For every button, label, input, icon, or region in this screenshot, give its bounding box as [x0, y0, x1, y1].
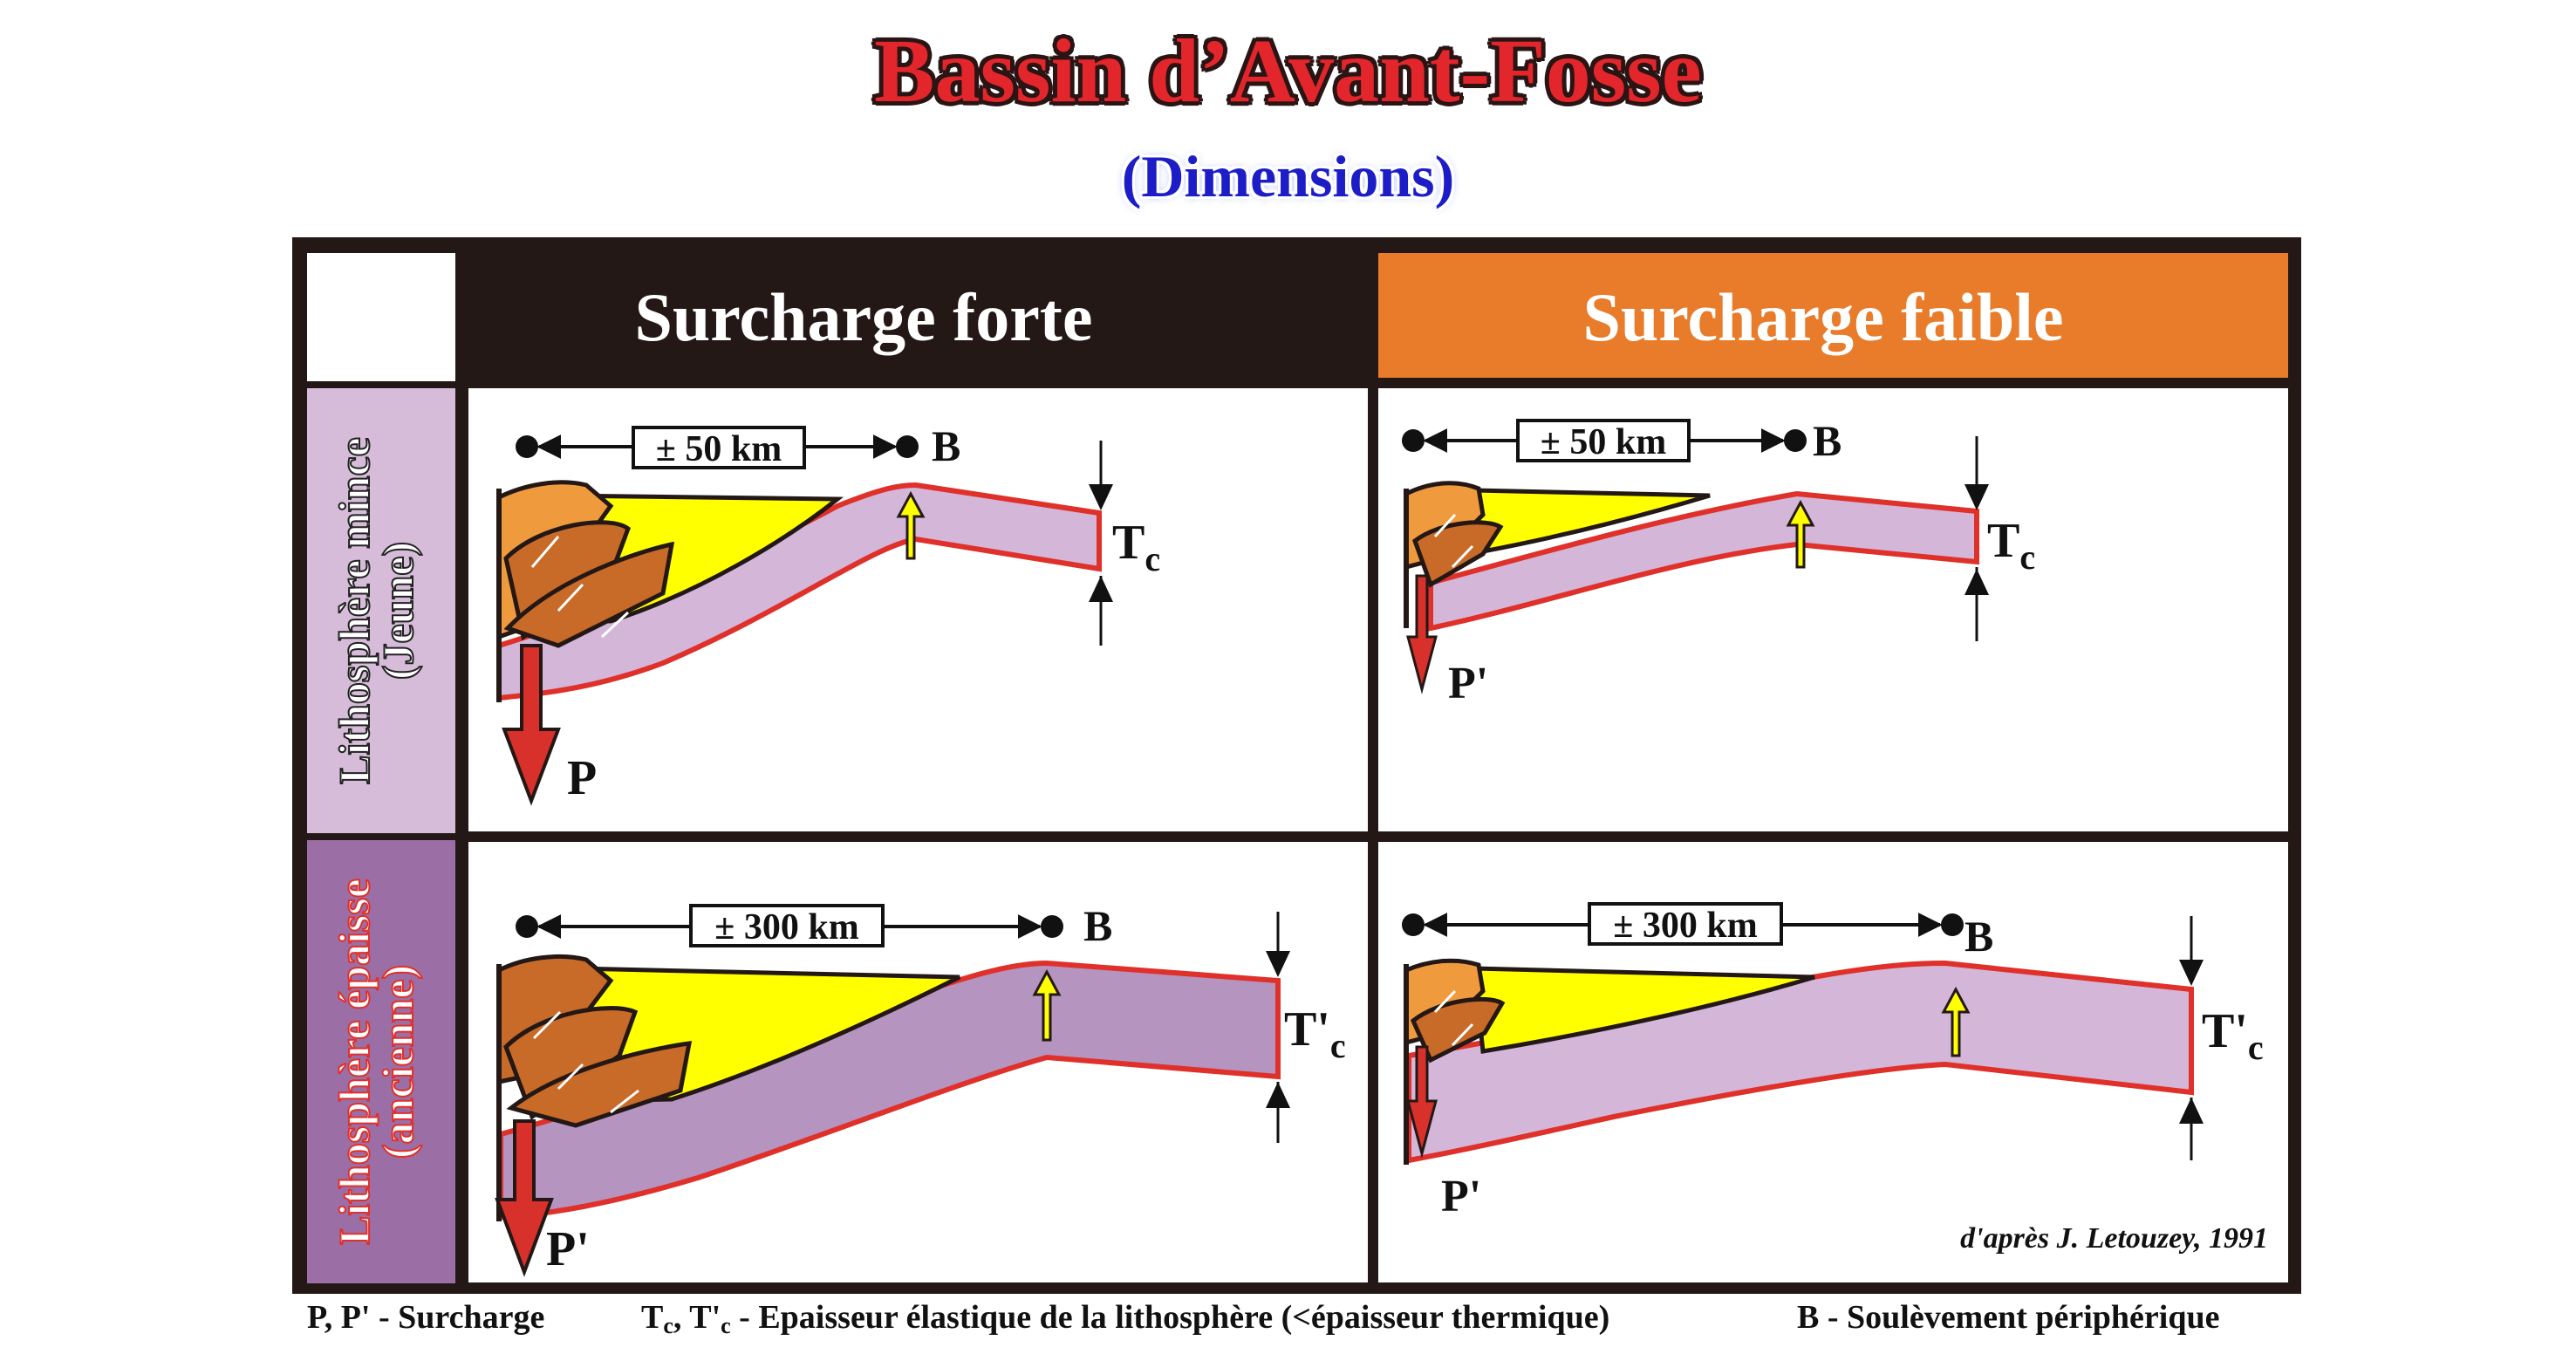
bulge-arrow [896, 490, 926, 560]
bulge-label: B [1813, 416, 1841, 465]
load-arrow [502, 644, 561, 806]
distance-label: ± 300 km [714, 907, 858, 947]
dot-marker [1402, 913, 1425, 936]
panel-thick-strong-drawing: P' ± 300 km B T'c [495, 901, 1346, 1277]
thickness-label: Tc [1987, 514, 2035, 577]
row-label-thin [307, 388, 455, 833]
dot-marker [516, 435, 538, 458]
bulge-label: B [1083, 901, 1112, 950]
header-strong [467, 253, 1371, 381]
load-label: P' [1441, 1172, 1481, 1221]
load-arrow [495, 1119, 554, 1277]
panel-thin-strong-drawing: P ± 50 km B Tc [496, 421, 1160, 806]
load-label: P [567, 751, 597, 805]
dot-marker [1941, 913, 1964, 936]
row-thin-label-2: (Jeune) [373, 542, 422, 680]
header-weak-label: Surcharge faible [1582, 279, 2063, 355]
thrust-wedge [506, 1041, 693, 1128]
thrust-wedge [1410, 996, 1506, 1063]
legend-thickness: Tc, T'c - Epaisseur élastique de la lith… [641, 1299, 1610, 1338]
dot-marker [1041, 915, 1063, 938]
bulge-arrow [1941, 986, 1971, 1057]
thrust-wedge [503, 541, 675, 648]
row-thick-label-2: (ancienne) [373, 965, 422, 1159]
corner-cell [307, 253, 455, 381]
dot-marker [1402, 429, 1425, 452]
bulge-label: B [932, 421, 960, 470]
sediment-fill [1472, 966, 1815, 1054]
thrust-wedge [1412, 520, 1504, 588]
bulge-arrow [1032, 968, 1062, 1042]
panel-thin-weak-drawing: P' ± 50 km B Tc [1402, 416, 2035, 708]
load-label: P' [546, 1222, 590, 1276]
bulge-arrow [1786, 499, 1815, 569]
lithosphere-plate [1428, 490, 1979, 632]
legend: P, P' - Surcharge Tc, T'c - Epaisseur él… [0, 1298, 2576, 1342]
thickness-label: Tc [1112, 516, 1160, 578]
load-label: P' [1448, 659, 1488, 708]
legend-bulge: B - Soulèvement périphérique [1797, 1299, 2220, 1336]
dot-marker [896, 435, 919, 458]
header-weak [1378, 253, 2288, 378]
panel-thick-weak-drawing: P' ± 300 km B T'c [1402, 902, 2264, 1221]
credit: d'après J. Letouzey, 1991 [1960, 1222, 2268, 1255]
row-label-thick [307, 840, 455, 1283]
distance-label: ± 50 km [1541, 422, 1666, 462]
row-thin-label-1: Lithosphère mince [330, 437, 379, 784]
distance-label: ± 300 km [1613, 906, 1757, 946]
legend-load: P, P' - Surcharge [307, 1299, 545, 1336]
dot-marker [516, 915, 538, 938]
page-subtitle: (Dimensions) [1121, 143, 1455, 209]
load-arrow [1406, 1045, 1438, 1159]
dot-marker [1784, 429, 1807, 452]
row-thick-label-1: Lithosphère épaisse [330, 879, 379, 1245]
load-arrow [1406, 574, 1438, 694]
distance-label: ± 50 km [656, 429, 782, 469]
bulge-label: B [1964, 912, 1993, 961]
sediment-fill [1472, 488, 1711, 554]
page-title: Bassin d’Avant-Fosse [874, 21, 1702, 121]
header-strong-label: Surcharge forte [635, 279, 1093, 355]
thickness-label: T'c [1284, 1002, 1346, 1065]
thickness-label: T'c [2202, 1004, 2264, 1067]
